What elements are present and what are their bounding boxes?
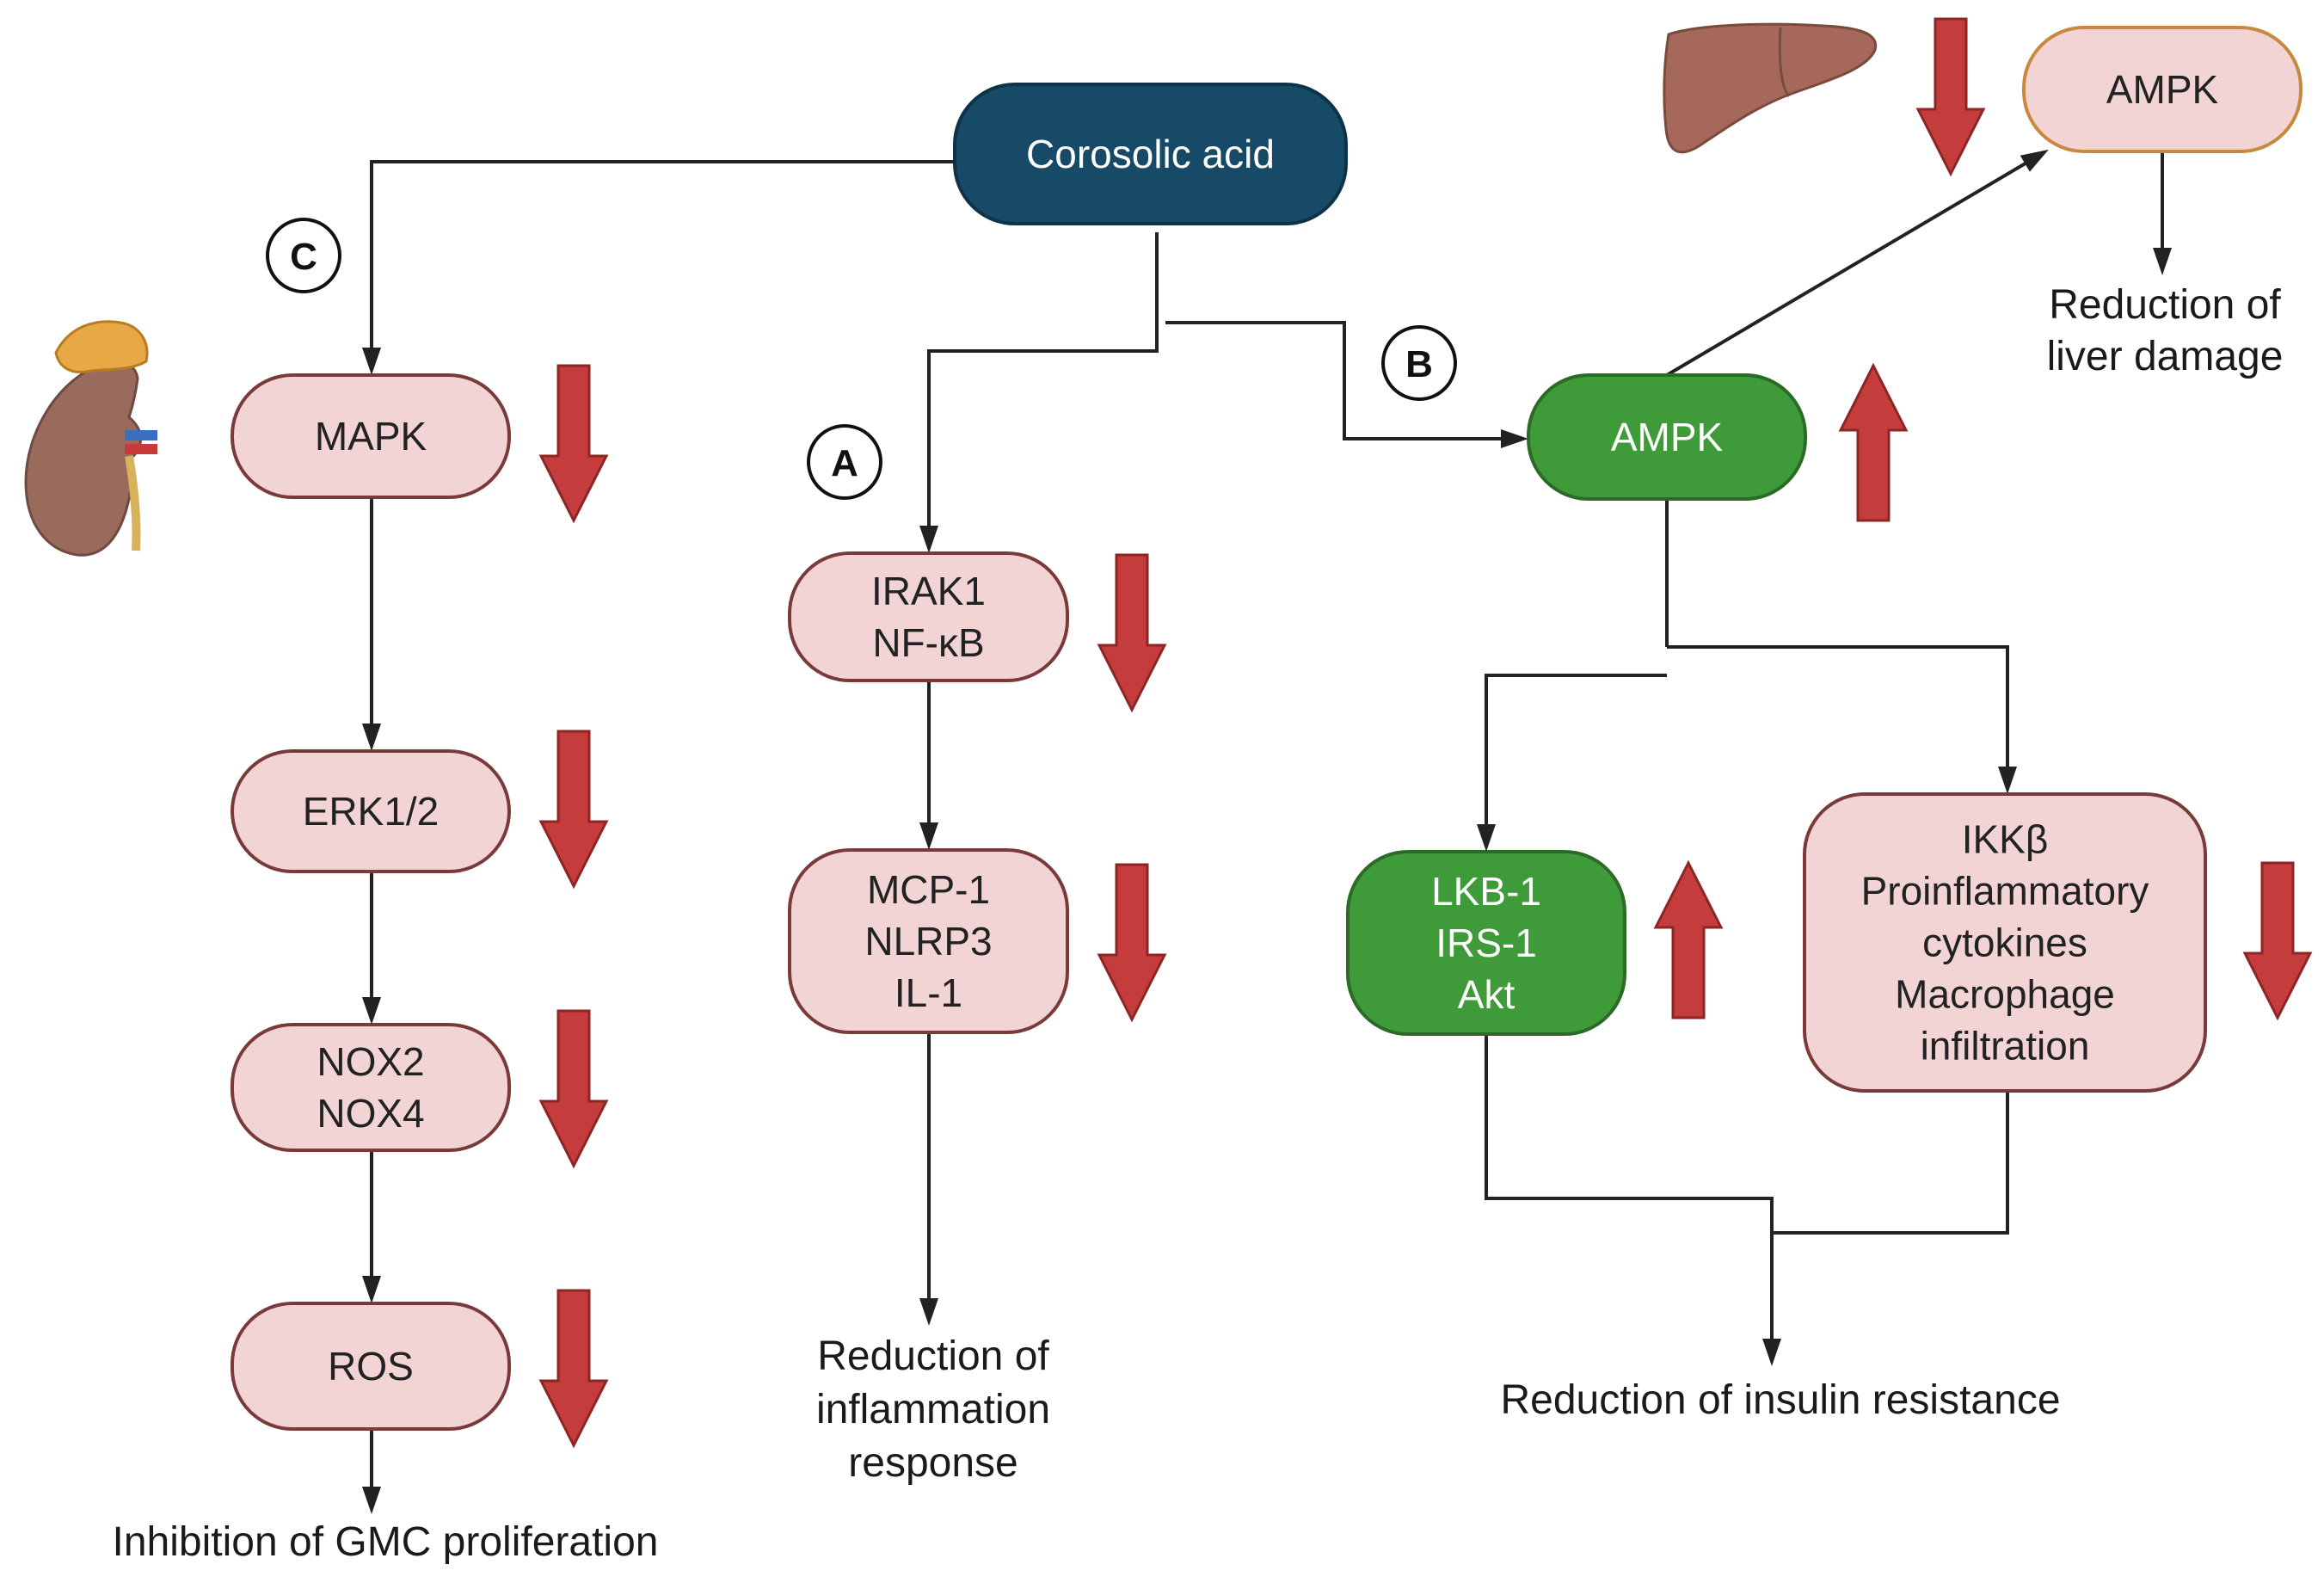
connector-erk-nox-head [362, 997, 381, 1025]
node-box [231, 1302, 511, 1431]
down-arrow-icon [538, 730, 609, 890]
node-label: AMPK [2106, 67, 2219, 112]
up-arrow-icon [1838, 362, 1909, 522]
node-label: IL-1 [895, 970, 962, 1015]
connector-ikk-merge [1772, 1091, 2009, 1235]
down-arrow-icon [2242, 861, 2313, 1021]
svg-text:A: A [831, 442, 858, 484]
node-ros: ROS [231, 1302, 511, 1431]
node-box [231, 1023, 511, 1152]
node-label: ERK1/2 [303, 789, 440, 834]
branch-label-c: C [266, 218, 341, 293]
connector-ros-outcome-head [362, 1487, 381, 1514]
connector-nox-ros-head [362, 1276, 381, 1303]
node-label: NLRP3 [864, 919, 992, 964]
svg-text:B: B [1405, 343, 1433, 385]
node-label: ROS [328, 1344, 414, 1389]
connector-mcp-outcome-head [919, 1298, 938, 1326]
branch-label-b: B [1381, 325, 1457, 401]
node-box [1527, 373, 1807, 501]
node-label: Corosolic acid [1026, 132, 1275, 176]
connectors [362, 149, 2172, 1514]
node-label: IKKβ [1962, 817, 2049, 862]
connector-root-ampk [1165, 321, 1522, 440]
node-label: IRS-1 [1436, 921, 1537, 965]
connector-lkb-outcome [1485, 1034, 1774, 1359]
branch-label-a: A [807, 424, 882, 500]
node-root: Corosolic acid [953, 83, 1348, 225]
down-arrow-icon [1915, 17, 1986, 177]
connector-root-irak-head [919, 526, 938, 553]
node-label: LKB-1 [1431, 869, 1541, 914]
node-box [1346, 850, 1626, 1036]
node-ampk-liver: AMPK [2022, 26, 2302, 153]
node-label: MAPK [315, 414, 427, 459]
node-label: NF-κB [872, 620, 984, 665]
node-box [231, 373, 511, 499]
liver-icon [1663, 22, 1878, 154]
node-label: Macrophage [1895, 972, 2115, 1017]
down-arrow-icon [538, 1009, 609, 1169]
outcome-text: Reduction of [2049, 282, 2281, 328]
node-label: NOX4 [317, 1091, 424, 1136]
connector-lkb-outcome-head [1762, 1339, 1781, 1366]
connector-irak-mcp-head [919, 822, 938, 850]
node-label: MCP-1 [867, 867, 990, 912]
connector-root-mapk [370, 160, 955, 368]
connector-split-lkb-head [1477, 824, 1496, 852]
node-mapk: MAPK [231, 373, 511, 499]
node-label: infiltration [1921, 1024, 2090, 1069]
node-label: cytokines [1922, 921, 2087, 965]
indicator-arrows [538, 17, 2313, 1449]
connector-root-mapk-head [362, 348, 381, 375]
down-arrow-icon [538, 1289, 609, 1449]
connector-split-lkb [1485, 674, 1667, 845]
node-box [788, 551, 1069, 682]
node-box [1803, 792, 2207, 1093]
node-label: Akt [1458, 972, 1516, 1017]
connector-root-ampk-head [1501, 429, 1528, 448]
outcome-text: Inhibition of GMC proliferation [113, 1519, 659, 1565]
outcome-liver: Reduction of liver damage [2047, 282, 2284, 379]
node-erk: ERK1/2 [231, 749, 511, 873]
outcome-text: Reduction of [817, 1333, 1049, 1379]
connector-mapk-erk-head [362, 724, 381, 751]
node-label: Proinflammatory [1861, 869, 2149, 914]
kidney-icon [24, 320, 157, 557]
down-arrow-icon [1097, 553, 1167, 713]
down-arrow-icon [538, 364, 609, 524]
outcome-text: Reduction of insulin resistance [1500, 1377, 2060, 1423]
connector-split-ikk-head [1998, 767, 2017, 794]
node-box [231, 749, 511, 873]
connector-ampk-liverampk [1665, 151, 2044, 377]
node-ampk-main: AMPK [1527, 373, 1807, 501]
svg-text:C: C [290, 236, 317, 278]
node-box [953, 83, 1348, 225]
node-box [2022, 26, 2302, 153]
outcome-text: response [848, 1440, 1018, 1486]
up-arrow-icon [1653, 859, 1724, 1019]
connector-root-irak [927, 232, 1159, 546]
outcome-gmc: Inhibition of GMC proliferation [113, 1519, 659, 1565]
connector-ampk-liverampk-head [2020, 149, 2049, 172]
node-label: AMPK [1611, 415, 1724, 459]
node-box [788, 848, 1069, 1034]
outcome-text: liver damage [2047, 334, 2284, 379]
outcomes: Inhibition of GMC proliferation Reduction… [113, 282, 2284, 1565]
outcome-text: inflammation [816, 1387, 1050, 1432]
outcome-insulin: Reduction of insulin resistance [1500, 1377, 2060, 1423]
outcome-inflammation: Reduction of inflammation response [816, 1333, 1050, 1486]
connector-split-ikk [1667, 645, 2009, 787]
down-arrow-icon [1097, 863, 1167, 1023]
connector-liverampk-outcome-head [2153, 248, 2172, 275]
node-label: IRAK1 [871, 569, 986, 613]
node-label: NOX2 [317, 1039, 424, 1084]
